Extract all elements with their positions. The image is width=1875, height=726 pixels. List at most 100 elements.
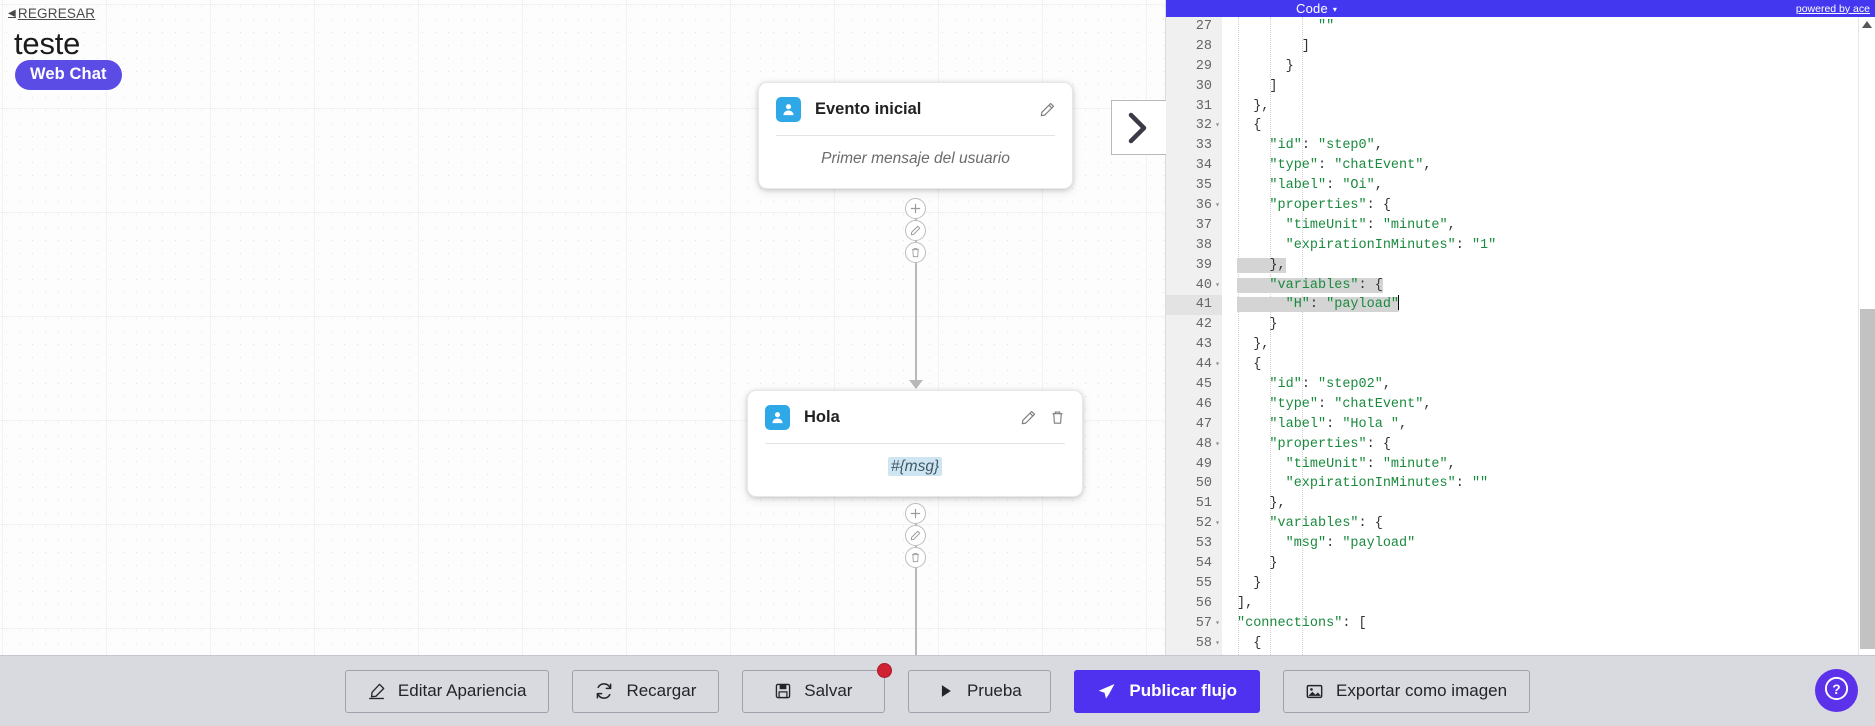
code-line[interactable]: 43 }, [1166,335,1875,356]
fold-toggle-icon[interactable]: ▾ [1215,638,1220,648]
delete-connector-button[interactable] [905,547,926,568]
toolbar-button-prueba[interactable]: Prueba [908,669,1052,713]
line-number: 31 [1166,96,1222,117]
code-line[interactable]: 48▾ "properties": { [1166,434,1875,455]
code-line[interactable]: 36▾ "properties": { [1166,196,1875,216]
code-line[interactable]: 41 "H": "payload" [1166,295,1875,316]
line-number: 34 [1166,156,1222,177]
fold-toggle-icon[interactable]: ▾ [1215,201,1220,211]
code-line-text: "variables": { [1222,276,1875,296]
toolbar-button-publicar-flujo[interactable]: Publicar flujo [1074,669,1261,713]
code-line-text: "expirationInMinutes": "1" [1285,237,1497,253]
code-line-text: "type": "chatEvent", [1269,396,1432,412]
back-link[interactable]: ◀ REGRESAR [8,6,95,21]
add-node-button[interactable] [905,198,926,219]
code-line[interactable]: 32▾ { [1166,116,1875,137]
code-line[interactable]: 29 } [1166,56,1875,77]
node-header: Evento inicial [759,83,1072,135]
code-line[interactable]: 30 ] [1166,76,1875,97]
code-line[interactable]: 27 "" [1166,17,1875,37]
line-number: 41 [1166,295,1222,316]
code-line[interactable]: 44▾ { [1166,355,1875,376]
scroll-up-arrow-icon[interactable] [1862,21,1872,28]
toolbar-button-label: Publicar flujo [1129,681,1238,700]
code-line[interactable]: 45 "id": "step02", [1166,375,1875,395]
node-actions[interactable] [1040,102,1055,117]
code-panel-header: Code▾ powered by ace [1166,0,1875,17]
connector-buttons-1[interactable] [905,198,926,263]
code-line[interactable]: 42 } [1166,315,1875,336]
flow-node-evento-inicial[interactable]: Evento inicial Primer mensaje del usuari… [758,82,1073,189]
code-line-text: } [1237,575,1262,591]
code-line[interactable]: 37 "timeUnit": "minute", [1166,215,1875,236]
code-line[interactable]: 52▾ "variables": { [1166,514,1875,535]
edit-square-icon [368,683,385,700]
editor-lines[interactable]: 27 ""28 ]29 }30 ]31 },32▾ {33 "id": "ste… [1166,17,1875,654]
line-number: 57▾ [1166,613,1222,634]
ace-credit-link[interactable]: powered by ace [1795,2,1870,15]
toolbar-button-exportar-como-imagen[interactable]: Exportar como imagen [1283,669,1531,713]
code-panel-title-group[interactable]: Code▾ [1296,1,1337,16]
code-line[interactable]: 34 "type": "chatEvent", [1166,156,1875,177]
toolbar-button-salvar[interactable]: Salvar [742,662,893,713]
line-number: 27 [1166,17,1222,37]
editor-scrollbar[interactable] [1858,17,1875,655]
code-line[interactable]: 58▾ { [1166,633,1875,654]
code-line[interactable]: 50 "expirationInMinutes": "" [1166,474,1875,495]
chevron-left-icon: ◀ [8,7,16,19]
code-line-text: "timeUnit": "minute", [1285,217,1456,233]
help-button[interactable]: ? [1815,669,1858,712]
fold-toggle-icon[interactable]: ▾ [1215,439,1220,449]
trash-icon[interactable] [1050,410,1065,425]
flow-node-hola[interactable]: Hola #{msg} [747,390,1083,497]
fold-toggle-icon[interactable]: ▾ [1215,519,1220,529]
code-line-text: ] [1237,78,1278,94]
connector-buttons-2[interactable] [905,503,926,568]
code-line[interactable]: 39 }, [1166,255,1875,276]
fold-toggle-icon[interactable]: ▾ [1215,121,1220,131]
code-line-text: } [1237,556,1278,572]
code-line-text: } [1237,58,1294,74]
delete-connector-button[interactable] [905,242,926,263]
toolbar-button-editar-apariencia[interactable]: Editar Apariencia [344,669,550,713]
code-line[interactable]: 38 "expirationInMinutes": "1" [1166,235,1875,256]
fold-toggle-icon[interactable]: ▾ [1215,280,1220,290]
edit-icon[interactable] [1040,102,1055,117]
save-disk-icon [775,683,791,699]
code-line[interactable]: 55 } [1166,573,1875,594]
user-icon [776,97,801,122]
add-node-button[interactable] [905,503,926,524]
code-line-text: { [1237,635,1262,651]
line-number: 39 [1166,255,1222,276]
code-line[interactable]: 47 "label": "Hola ", [1166,414,1875,435]
edit-icon[interactable] [1021,410,1036,425]
code-line[interactable]: 57▾"connections": [ [1166,613,1875,634]
text-cursor [1398,295,1400,311]
code-line[interactable]: 46 "type": "chatEvent", [1166,394,1875,415]
line-number: 40▾ [1166,275,1222,296]
code-line[interactable]: 40▾ "variables": { [1166,275,1875,296]
code-line[interactable]: 56], [1166,593,1875,614]
code-line[interactable]: 51 }, [1166,494,1875,515]
code-line[interactable]: 28 ] [1166,36,1875,57]
code-line[interactable]: 49 "timeUnit": "minute", [1166,454,1875,475]
code-line[interactable]: 35 "label": "Oi", [1166,176,1875,197]
edit-connector-button[interactable] [905,525,926,546]
code-line[interactable]: 54 } [1166,554,1875,574]
panel-collapse-toggle[interactable] [1111,100,1166,155]
edit-connector-button[interactable] [905,220,926,241]
code-line[interactable]: 31 }, [1166,96,1875,117]
node-divider [776,135,1055,136]
toolbar-button-recargar[interactable]: Recargar [572,669,720,713]
code-line[interactable]: 53 "msg": "payload" [1166,534,1875,555]
fold-toggle-icon[interactable]: ▾ [1215,618,1220,628]
fold-toggle-icon[interactable]: ▾ [1215,360,1220,370]
code-line-text: "properties": { [1269,436,1391,452]
flow-canvas[interactable]: ◀ REGRESAR teste Web Chat Even [0,0,1165,655]
line-number: 44▾ [1166,355,1222,376]
node-actions[interactable] [1021,410,1065,425]
line-number: 28 [1166,36,1222,57]
code-line[interactable]: 33 "id": "step0", [1166,136,1875,157]
scrollbar-thumb[interactable] [1860,309,1875,649]
code-editor[interactable]: 27 ""28 ]29 }30 ]31 },32▾ {33 "id": "ste… [1166,17,1875,655]
